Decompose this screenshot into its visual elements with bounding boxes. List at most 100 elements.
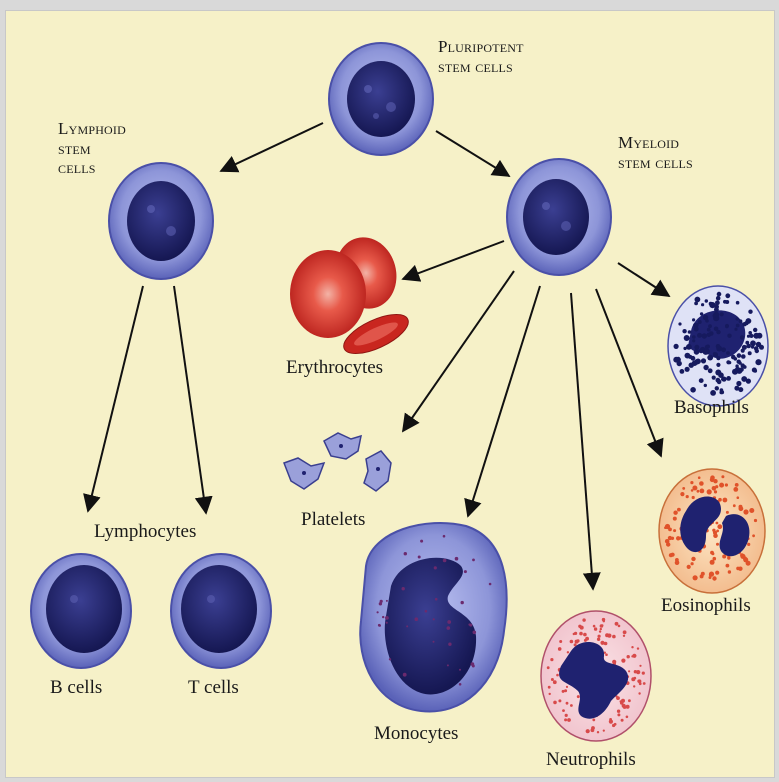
monocyte-granule xyxy=(435,598,438,601)
eosinophil-granule xyxy=(719,483,724,488)
basophil-granule xyxy=(674,344,679,349)
eosinophil-granule xyxy=(717,524,722,529)
monocyte-granule xyxy=(489,583,492,586)
eosinophil-granule xyxy=(692,486,697,491)
eosinophil-granule xyxy=(668,536,672,540)
eosinophil-cell xyxy=(659,469,765,593)
neutrophil-granule xyxy=(605,653,608,656)
neutrophil-granule xyxy=(609,718,612,721)
monocyte-granule xyxy=(378,624,381,627)
eosinophil-granule xyxy=(736,567,740,571)
basophil-granule xyxy=(732,369,738,375)
arrow-myeloid-to-erythrocytes xyxy=(403,241,504,279)
arrow-pluripotent-to-lymphoid xyxy=(221,123,323,171)
basophil-granule xyxy=(678,322,681,325)
basophil-granule xyxy=(743,365,747,369)
eosinophil-granule xyxy=(664,526,667,529)
basophil-granule xyxy=(692,318,695,321)
monocyte-granule xyxy=(448,643,451,646)
neutrophil-granule xyxy=(578,625,581,628)
basophil-granule xyxy=(707,355,713,361)
lymphocytes-label: Lymphocytes xyxy=(94,521,196,543)
eosinophil-granule xyxy=(733,487,738,492)
neutrophil-granule xyxy=(600,641,604,645)
monocyte-granule xyxy=(447,620,451,624)
eosinophil-granule xyxy=(723,498,728,503)
basophil-granule xyxy=(748,331,752,335)
neutrophil-granule xyxy=(558,699,561,702)
basophil-granule xyxy=(716,378,721,383)
monocyte-granule xyxy=(406,625,408,627)
eosinophil-granule xyxy=(698,476,701,479)
basophil-granule xyxy=(753,328,757,332)
eosinophil-granule xyxy=(697,490,700,493)
basophil-granule xyxy=(739,319,743,323)
neutrophil-granule xyxy=(583,633,587,637)
basophil-granule xyxy=(692,335,696,339)
b-cells-label: B cells xyxy=(50,677,102,699)
basophil-granule xyxy=(701,303,704,306)
neutrophil-granule xyxy=(631,646,633,648)
eosinophils-label: Eosinophils xyxy=(661,595,751,617)
basophil-granule xyxy=(737,353,742,358)
eosinophil-granule xyxy=(673,529,676,532)
basophil-granule xyxy=(705,299,708,302)
neutrophil-granule xyxy=(603,730,605,732)
basophil-granule xyxy=(748,351,752,355)
eosinophil-granule xyxy=(747,543,750,546)
neutrophil-granule xyxy=(553,680,557,684)
basophil-granule xyxy=(707,328,711,332)
neutrophil-granule xyxy=(633,685,635,687)
neutrophil-granule xyxy=(567,651,569,653)
neutrophil-granule xyxy=(558,648,561,651)
neutrophil-granule xyxy=(623,635,625,637)
basophil-granule xyxy=(715,370,721,376)
eosinophil-granule xyxy=(727,556,730,559)
monocyte-granule xyxy=(402,587,405,590)
basophil-granule xyxy=(704,384,707,387)
neutrophil-granule xyxy=(562,709,565,712)
neutrophil-granule xyxy=(550,658,553,661)
basophil-granule xyxy=(755,349,759,353)
basophil-granule xyxy=(680,369,685,374)
eosinophil-granule xyxy=(716,522,719,525)
eosinophil-granule xyxy=(733,504,736,507)
basophil-granule xyxy=(713,314,716,317)
monocyte-granule xyxy=(443,535,446,538)
neutrophil-granule xyxy=(638,692,640,694)
neutrophil-granule xyxy=(618,625,621,628)
basophil-granule xyxy=(695,323,698,326)
neutrophil-granule xyxy=(598,635,601,638)
neutrophil-granule xyxy=(570,640,574,644)
basophil-granule xyxy=(694,349,700,355)
monocyte-granule xyxy=(459,669,461,671)
pluripotent-label-line2: stem cells xyxy=(438,57,524,77)
arrow-myeloid-to-platelets xyxy=(403,271,514,431)
basophil-granule xyxy=(703,315,708,320)
neutrophil-granule xyxy=(548,686,551,689)
eosinophil-granule xyxy=(749,508,754,513)
neutrophil-granule xyxy=(623,630,627,634)
basophil-granule xyxy=(685,353,691,359)
eosinophil-granule xyxy=(726,564,730,568)
monocyte-granule xyxy=(472,559,475,562)
eosinophil-granule xyxy=(739,506,744,511)
eosinophil-granule xyxy=(669,553,673,557)
monocyte-granule xyxy=(464,570,467,573)
basophil-granule xyxy=(691,356,696,361)
eosinophil-granule xyxy=(710,475,715,480)
neutrophil-granule xyxy=(559,640,562,643)
eosinophil-granule xyxy=(693,575,698,580)
basophil-granule xyxy=(716,330,720,334)
monocyte-granule xyxy=(433,618,435,620)
basophil-granule xyxy=(692,360,698,366)
eosinophil-granule xyxy=(754,519,757,522)
basophil-granule xyxy=(716,356,720,360)
basophil-granule xyxy=(726,376,731,381)
basophil-granule xyxy=(702,333,707,338)
pluripotent-label-line1: Pluripotent xyxy=(438,37,524,57)
basophil-granule xyxy=(698,320,702,324)
basophil-granule xyxy=(753,369,757,373)
basophil-granule xyxy=(725,293,730,298)
neutrophil-granule xyxy=(615,622,619,626)
